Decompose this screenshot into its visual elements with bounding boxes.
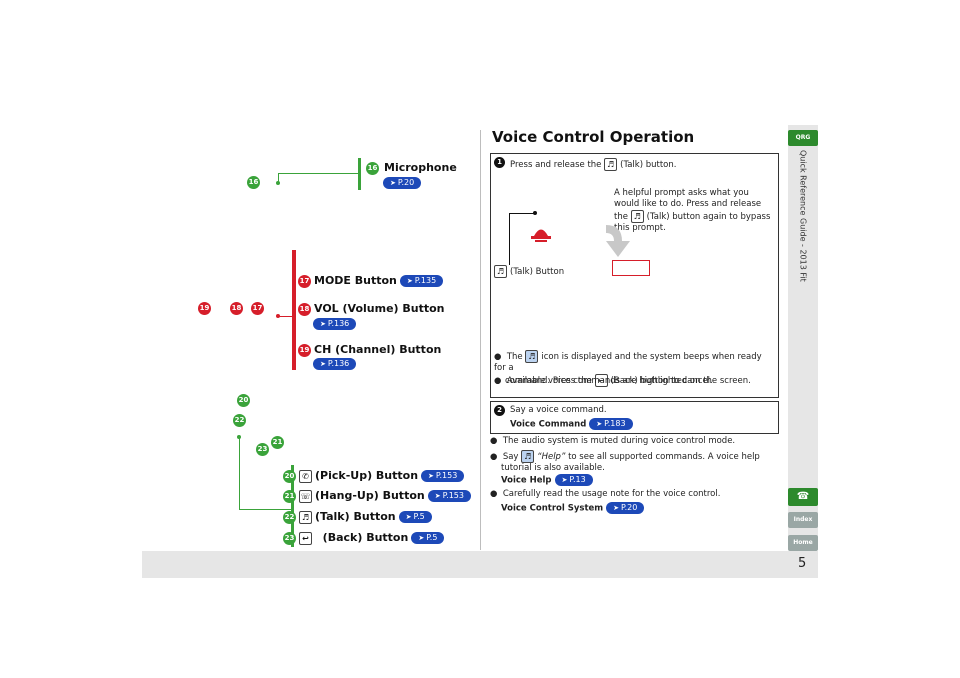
bullet-2: ● Available voice commands are highlight…	[494, 376, 751, 386]
leader-line-16b	[278, 173, 279, 183]
mode-button-label: MODE Button➤P.135	[314, 274, 444, 287]
step-2-box	[490, 401, 779, 434]
note-1: ● The audio system is muted during voice…	[490, 436, 736, 446]
item-badge-20: 20	[283, 470, 296, 483]
screen-highlight	[612, 260, 650, 276]
talk-icon: ♬	[604, 158, 618, 171]
step-2-text: Say a voice command.	[510, 405, 607, 415]
microphone-ref[interactable]: ➤P.20	[380, 176, 422, 189]
talk-icon: ♬	[494, 265, 507, 278]
hangup-button-label: ☏(Hang-Up) Button➤P.153	[299, 489, 471, 503]
item-badge-17: 17	[298, 275, 311, 288]
talk-icon: ♬	[299, 510, 312, 524]
talk-icon-button[interactable]: ☎	[788, 488, 818, 506]
talk-icon: ♬	[630, 210, 644, 223]
leader-line-20-23b	[239, 509, 291, 510]
leader-dot-17-19	[276, 314, 280, 318]
talk-leader-dot	[533, 211, 537, 215]
page-title: Voice Control Operation	[492, 128, 695, 146]
talk-leader-line-v	[509, 213, 510, 265]
note-2: ● Say ♬“Help” to see all supported comma…	[490, 450, 760, 473]
callout-18: 18	[230, 302, 243, 315]
bracket-16	[358, 158, 361, 190]
back-icon: ↩	[299, 531, 312, 545]
index-button[interactable]: Index	[788, 512, 818, 528]
callout-22: 22	[233, 414, 246, 427]
talk-button-illustration	[530, 223, 552, 243]
voice-command-link[interactable]: Voice Command➤P.183	[510, 418, 633, 431]
leader-dot-16	[276, 181, 280, 185]
voice-help-link[interactable]: Voice Help➤P.13	[501, 474, 593, 487]
item-badge-16: 16	[366, 162, 379, 175]
item-badge-22: 22	[283, 511, 296, 524]
vol-button-ref[interactable]: ➤P.136	[310, 317, 357, 330]
pickup-icon: ✆	[299, 469, 312, 483]
callout-19: 19	[198, 302, 211, 315]
pickup-button-label: ✆(Pick-Up) Button➤P.153	[299, 469, 465, 483]
callout-23: 23	[256, 443, 269, 456]
callout-16: 16	[247, 176, 260, 189]
item-badge-23: 23	[283, 532, 296, 545]
vol-button-label: VOL (Volume) Button	[314, 302, 445, 315]
step-2-number: 2	[494, 405, 505, 416]
talk-button-label: ♬(Talk) Button➤P.5	[299, 510, 432, 524]
back-button-label: ↩ (Back) Button➤P.5	[299, 531, 445, 545]
bracket-20-23	[291, 465, 294, 547]
voice-icon: ♬	[521, 450, 535, 463]
sidebar	[788, 125, 818, 545]
callout-20: 20	[237, 394, 250, 407]
voice-icon: ♬	[525, 350, 539, 363]
qrg-tab[interactable]: QRG	[788, 130, 818, 146]
down-arrow-icon	[604, 223, 636, 259]
callout-17: 17	[251, 302, 264, 315]
microphone-label: Microphone	[384, 161, 457, 174]
ch-button-label: CH (Channel) Button	[314, 343, 442, 356]
step-1-text: Press and release the ♬(Talk) button.	[510, 158, 677, 171]
talk-leader-line	[509, 213, 535, 214]
bullet-1: ● The ♬icon is displayed and the system …	[494, 350, 762, 387]
page-number: 5	[798, 556, 807, 571]
vertical-title: Quick Reference Guide - 2013 Fit	[798, 150, 808, 282]
voice-control-system-link[interactable]: Voice Control System➤P.20	[501, 502, 645, 515]
footer-bar	[142, 551, 818, 578]
leader-line-17-19	[278, 316, 293, 317]
note-3: ● Carefully read the usage note for the …	[490, 489, 721, 499]
column-divider	[480, 130, 481, 550]
step-1-number: 1	[494, 157, 505, 168]
back-icon: ↩	[594, 374, 608, 387]
item-badge-18: 18	[298, 303, 311, 316]
leader-line-16	[278, 173, 360, 174]
prompt-text: A helpful prompt asks what you would lik…	[614, 188, 771, 233]
ch-button-ref[interactable]: ➤P.136	[310, 357, 357, 370]
callout-21: 21	[271, 436, 284, 449]
leader-line-20-23	[239, 437, 240, 510]
bracket-17-19	[292, 250, 296, 370]
item-badge-19: 19	[298, 344, 311, 357]
home-button[interactable]: Home	[788, 535, 818, 551]
talk-button-caption: ♬(Talk) Button	[494, 265, 564, 278]
item-badge-21: 21	[283, 490, 296, 503]
hangup-icon: ☏	[299, 489, 312, 503]
